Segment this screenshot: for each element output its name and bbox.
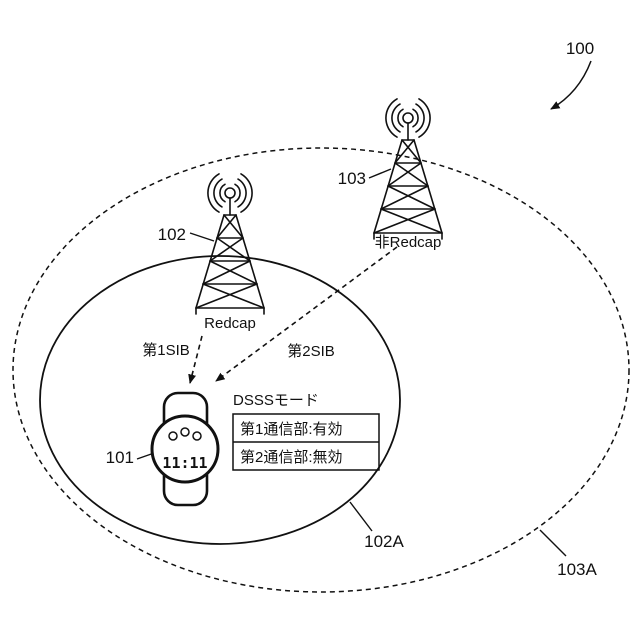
outer-coverage-area [12, 147, 630, 593]
sib2-label: 第2SIB [287, 342, 335, 360]
mode-table [232, 413, 380, 471]
system-ref-arrow [550, 60, 592, 110]
bs-right-ref-label: 103 [338, 169, 366, 188]
bs-right-leader-line [368, 168, 392, 179]
mode-row-1: 第1通信部:有効 [240, 420, 343, 438]
inner-coverage-area [39, 255, 401, 545]
watch-sensor-dot [168, 431, 178, 441]
smartwatch-device [150, 391, 220, 507]
inner-area-leader-line [349, 501, 373, 532]
inner-area-ref-label: 102A [364, 532, 404, 551]
mode-row-2: 第2通信部:無効 [240, 448, 343, 466]
bs-right-type-label: 非Redcap [375, 234, 442, 251]
bs-left-ref-label: 102 [158, 225, 186, 244]
base-station-left-tower [195, 173, 265, 315]
watch-time: 11:11 [162, 454, 207, 472]
outer-area-ref-label: 103A [557, 560, 597, 579]
device-ref-label: 101 [106, 448, 134, 467]
bs-left-leader-line [189, 232, 215, 242]
mode-title: DSSSモード [233, 392, 319, 409]
system-ref-label: 100 [566, 39, 594, 58]
sib2-signal-arrow [215, 246, 398, 382]
bs-left-type-label: Redcap [204, 315, 256, 332]
sib1-signal-arrow [188, 335, 203, 384]
outer-area-leader-line [539, 529, 567, 557]
base-station-right-tower [373, 98, 443, 240]
watch-sensor-dot [180, 427, 190, 437]
sib1-label: 第1SIB [142, 341, 190, 359]
watch-sensor-dot [192, 431, 202, 441]
